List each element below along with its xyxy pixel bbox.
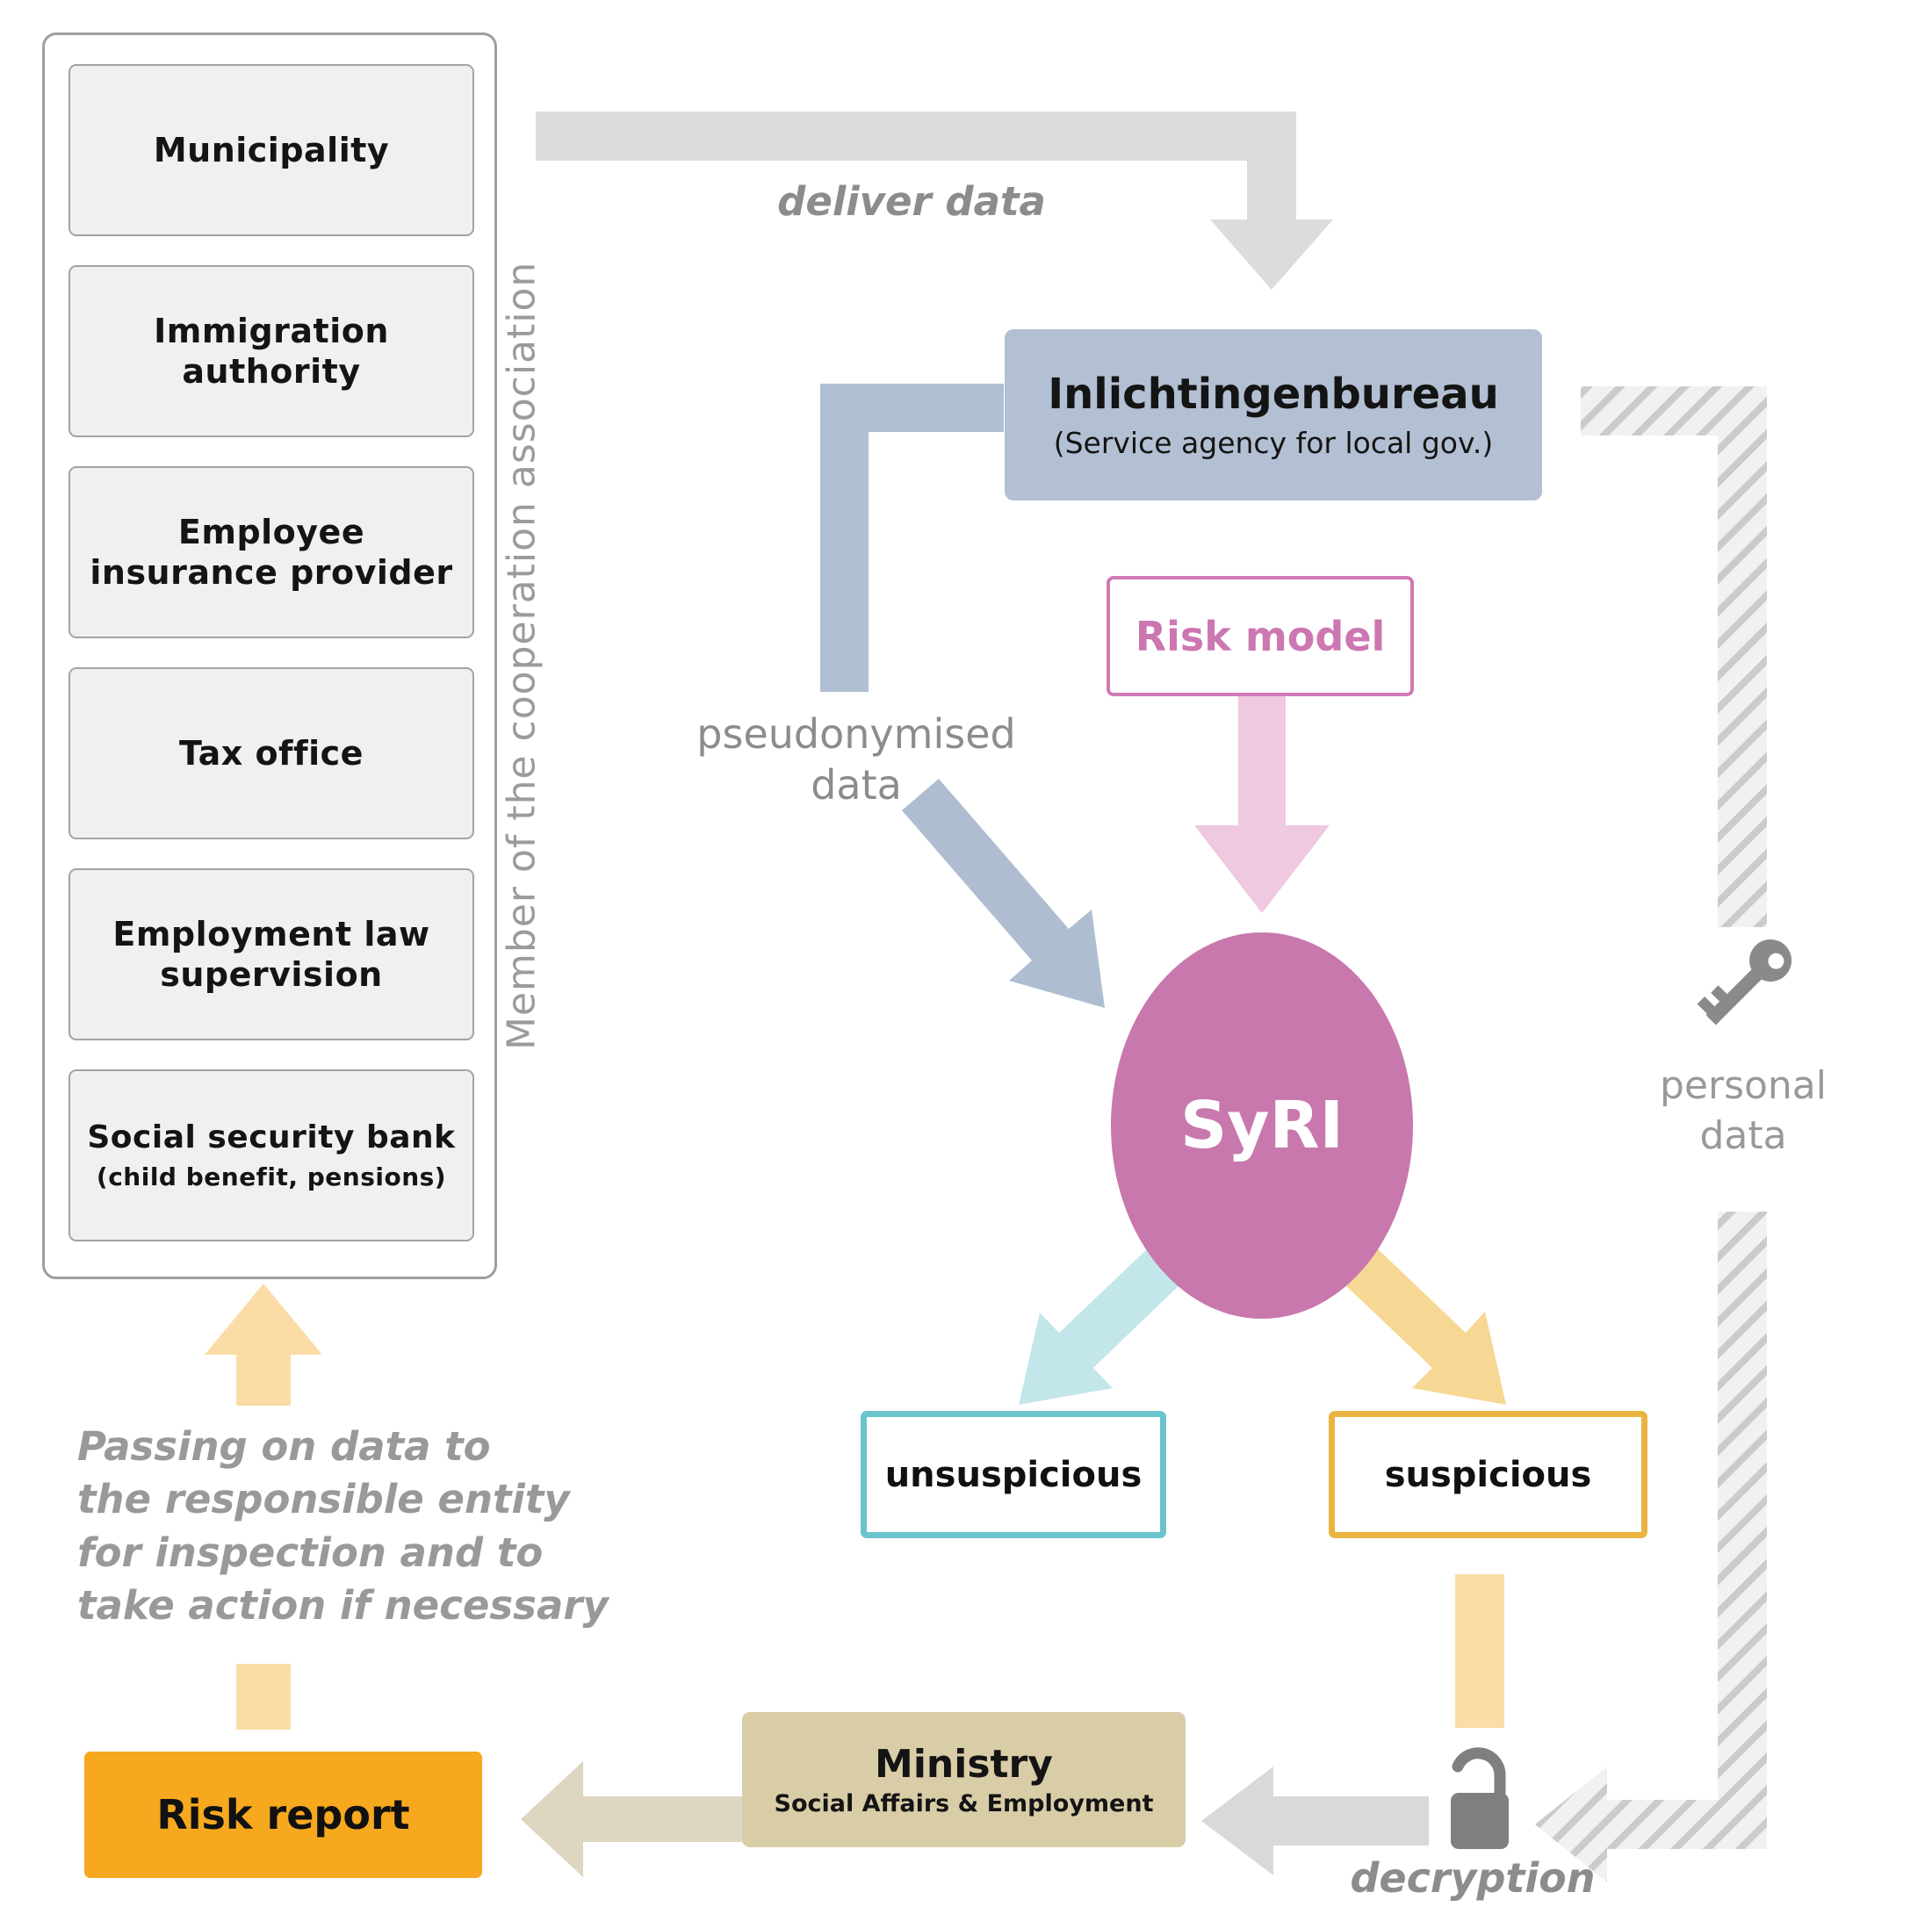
member-box-employee-insurance: Employee insurance provider <box>68 466 474 638</box>
passing-line1: Passing on data to <box>77 1423 491 1470</box>
member-box-employment-law: Employment law supervision <box>68 868 474 1040</box>
unlock-icon <box>1451 1747 1509 1849</box>
deliver-data-label: deliver data <box>777 178 1046 225</box>
riskreport-panel-arrow-segment <box>236 1664 291 1730</box>
pseudonymised-line1: pseudonymised <box>696 710 1016 758</box>
pseudonymised-arrow <box>902 779 1105 1008</box>
key-icon <box>1697 939 1792 1025</box>
pseudonymised-line2: data <box>811 760 902 809</box>
passing-line4: take action if necessary <box>77 1581 609 1629</box>
decryption-label: decryption <box>1350 1854 1596 1902</box>
risk-model-node: Risk model <box>1107 576 1414 696</box>
suspicious-node: suspicious <box>1329 1411 1647 1538</box>
inlichtingenbureau-title: Inlichtingenbureau <box>1048 370 1499 419</box>
inlichtingenbureau-subtitle: (Service agency for local gov.) <box>1053 426 1494 460</box>
member-sublabel: (child benefit, pensions) <box>96 1162 447 1191</box>
personal-line1: personal <box>1659 1063 1827 1108</box>
member-label: Employee insurance provider <box>90 512 453 592</box>
pseudonymised-data-label: pseudonymised data <box>689 709 1023 810</box>
syri-node: SyRI <box>1111 932 1413 1319</box>
personal-line2: data <box>1699 1113 1787 1159</box>
inlichtingenbureau-node: Inlichtingenbureau (Service agency for l… <box>1005 329 1542 500</box>
passing-note: Passing on data to the responsible entit… <box>77 1421 609 1632</box>
unsuspicious-node: unsuspicious <box>861 1411 1166 1538</box>
member-box-municipality: Municipality <box>68 64 474 236</box>
personal-data-path-upper <box>1581 386 1767 927</box>
suspicious-arrow <box>1340 1245 1506 1405</box>
member-box-immigration: Immigration authority <box>68 265 474 437</box>
cooperation-side-label: Member of the cooperation association <box>499 261 544 1051</box>
member-label: Employment law supervision <box>112 914 430 994</box>
risk-report-node: Risk report <box>84 1752 482 1878</box>
member-box-social-security-bank: Social security bank (child benefit, pen… <box>68 1069 474 1241</box>
member-label: Immigration authority <box>154 311 389 391</box>
ministry-subtitle: Social Affairs & Employment <box>774 1790 1154 1817</box>
personal-data-label: personal data <box>1616 1061 1871 1161</box>
unsuspicious-arrow <box>1019 1245 1185 1405</box>
member-label: Municipality <box>153 130 390 169</box>
member-label: Social security bank <box>87 1119 456 1155</box>
member-label: Tax office <box>179 733 364 773</box>
suspicious-decryption-connector <box>1455 1574 1504 1728</box>
passing-line3: for inspection and to <box>77 1529 544 1576</box>
risk-model-arrow <box>1194 696 1330 913</box>
member-box-tax-office: Tax office <box>68 667 474 839</box>
ministry-node: Ministry Social Affairs & Employment <box>742 1712 1186 1847</box>
ministry-riskreport-arrow <box>521 1761 742 1877</box>
pseudonymised-connector <box>820 384 1004 692</box>
ministry-title: Ministry <box>875 1742 1053 1787</box>
passing-line2: the responsible entity <box>77 1476 570 1523</box>
personal-data-path-lower <box>1535 1212 1767 1882</box>
riskreport-panel-arrow <box>205 1284 322 1406</box>
